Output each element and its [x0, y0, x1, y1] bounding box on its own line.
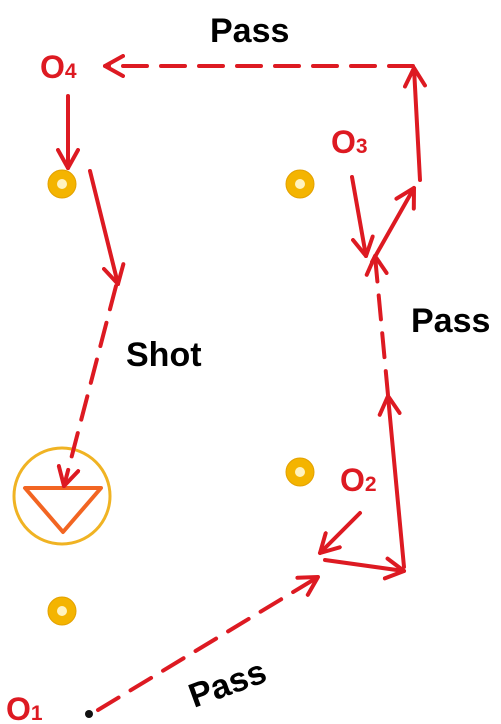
arrow-icon — [370, 186, 416, 264]
player-number: 2 — [365, 473, 377, 496]
arrow-icon — [56, 284, 118, 488]
arrow-icon — [402, 66, 427, 182]
arrow-icon — [88, 169, 126, 286]
cone-icon — [285, 457, 315, 487]
player-number: 4 — [65, 60, 77, 83]
player-letter: O — [6, 691, 31, 724]
player-letter: O — [331, 124, 356, 160]
arrow-icon — [377, 394, 406, 569]
ball-icon — [85, 710, 93, 718]
player-label-o3: O3 — [331, 124, 368, 160]
cone-icon — [285, 169, 315, 199]
player-label-o4: O4 — [40, 49, 77, 85]
player-letter: O — [40, 49, 65, 85]
player-label-o2: O2 — [340, 462, 377, 498]
pass-label-bottom: Pass — [184, 653, 272, 716]
player-letter: O — [340, 462, 365, 498]
shot-label: Shot — [126, 336, 202, 374]
arrow-icon — [364, 254, 390, 397]
arrow-icon — [318, 511, 362, 555]
player-number: 3 — [356, 135, 368, 158]
player-number: 1 — [31, 702, 43, 724]
arrow-icon — [350, 175, 375, 258]
pass-label-right: Pass — [411, 302, 490, 340]
arrow-icon — [96, 575, 320, 712]
goal-icon — [12, 446, 112, 546]
cone-icon — [47, 596, 77, 626]
player-label-o1: O1 — [6, 691, 43, 724]
pass-label-top: Pass — [210, 12, 289, 50]
arrow-icon — [323, 556, 406, 581]
cone-icon — [47, 169, 77, 199]
